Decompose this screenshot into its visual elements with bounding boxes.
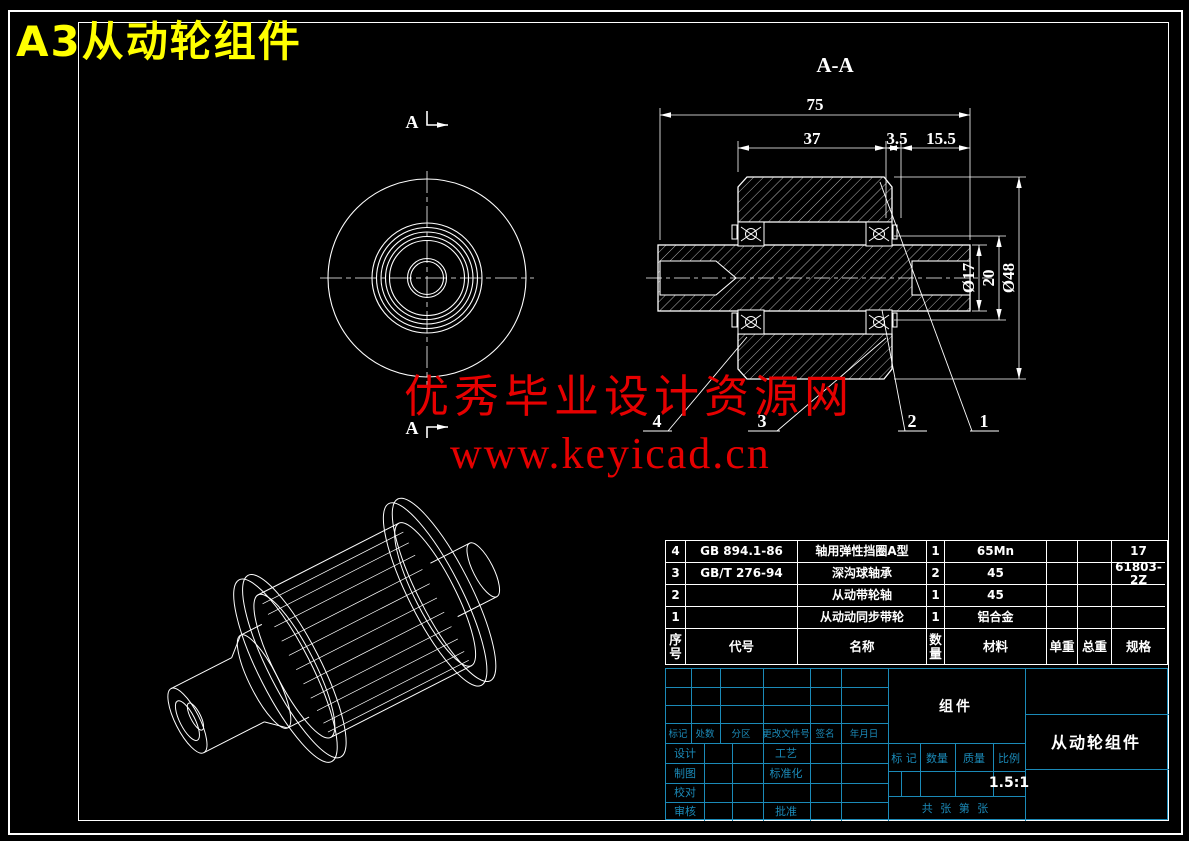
tb-rev-count: 处数 [695,729,715,740]
bom-cell: 从动带轮轴 [798,585,927,607]
bearing-symbols [731,221,898,335]
item-balloons [643,181,999,432]
dim-dia17: Ø17 [959,262,978,293]
tb-rev-date: 年月日 [849,729,879,740]
bom-cell [1078,607,1112,629]
bom-table: 4 GB 894.1-86 轴用弹性挡圈A型 1 65Mn 17 3 GB/T … [665,540,1168,665]
bom-cell: 17 [1112,541,1165,563]
bom-cell: 45 [945,585,1047,607]
tb-rev-sign: 签名 [815,729,835,740]
dim-20: 20 [979,270,998,287]
tb-scale-value: 1.5:1 [988,775,1030,791]
bom-cell [1047,563,1078,585]
bom-header-code: 代号 [686,629,798,664]
bom-cell: 3 [666,563,686,585]
bom-cell: 1 [666,607,686,629]
bom-cell: 45 [945,563,1047,585]
section-cut-marks [426,111,448,438]
tb-rev-file: 更改文件号 [762,729,810,740]
bom-cell [1047,585,1078,607]
dimensions [659,108,1026,380]
bom-cell: 4 [666,541,686,563]
tb-role-process: 工艺 [775,747,797,760]
bom-header-name: 名称 [798,629,927,664]
tb-assembly-type: 组件 [939,699,973,715]
bom-cell: 铝合金 [945,607,1047,629]
dim-37: 37 [804,129,822,148]
bom-cell: GB/T 276-94 [686,563,798,585]
bom-cell [1047,607,1078,629]
title-block: 标记 处数 分区 更改文件号 签名 年月日 设计 工艺 制图 标准化 校对 审核… [665,668,1169,821]
bom-cell: GB 894.1-86 [686,541,798,563]
dim-dia48: Ø48 [999,263,1018,293]
bom-cell [1078,585,1112,607]
bom-cell: 2 [666,585,686,607]
tb-prop-mass: 质量 [963,752,985,765]
balloon-3: 3 [758,411,767,431]
outer-border-frame [8,10,1183,835]
section-view [646,176,992,380]
bom-cell [1112,585,1165,607]
balloon-4: 4 [653,411,662,431]
bom-cell: 2 [927,563,945,585]
bom-cell: 轴用弹性挡圈A型 [798,541,927,563]
dim-3-5: 3.5 [886,129,907,148]
inner-border-frame [78,22,1169,821]
bom-cell: 1 [927,607,945,629]
bom-cell [686,585,798,607]
tb-rev-mark: 标记 [668,729,688,740]
watermark-site-name: 优秀毕业设计资源网 [404,372,855,422]
bom-header-material: 材料 [945,629,1047,664]
balloon-1: 1 [980,411,989,431]
tb-prop-scale: 比例 [998,752,1020,765]
front-view [320,171,534,385]
bom-cell: 65Mn [945,541,1047,563]
cut-label-top: A [406,112,419,132]
bom-cell: 深沟球轴承 [798,563,927,585]
tb-role-audit: 审核 [674,805,696,818]
tb-prop-mark: 标 记 [891,752,917,765]
tb-role-design: 设计 [674,747,696,760]
bom-header-no: 序号 [666,629,686,664]
page-title: A3从动轮组件 [16,17,302,66]
balloon-2: 2 [908,411,917,431]
section-label: A-A [816,53,854,77]
bom-cell [1078,563,1112,585]
cut-label-bottom: A [406,418,419,438]
bom-cell: 从动动同步带轮 [798,607,927,629]
bom-header-total-weight: 总重 [1078,629,1112,664]
tb-rev-zone: 分区 [731,729,751,740]
tb-role-standard: 标准化 [769,767,803,780]
bom-cell [1047,541,1078,563]
tb-prop-qty: 数量 [926,752,948,765]
isometric-view [167,497,501,763]
dim-15-5: 15.5 [926,129,956,148]
bom-header-spec: 规格 [1125,638,1151,654]
tb-sheet-info: 共 张 第 张 [921,802,991,815]
tb-role-approve: 批准 [775,805,797,818]
bom-cell: 61803-2Z [1112,563,1165,585]
bom-header-unit-weight: 单重 [1047,629,1078,664]
bom-cell [686,607,798,629]
tb-role-check: 校对 [674,786,696,799]
bom-cell [1078,541,1112,563]
bom-cell: 1 [927,541,945,563]
watermark-url: www.keyicad.cn [450,429,771,478]
tb-role-draw: 制图 [674,767,696,780]
dim-75: 75 [807,95,824,114]
bom-cell: 1 [927,585,945,607]
bom-cell [1112,607,1165,629]
tb-drawing-title: 从动轮组件 [1050,733,1142,752]
bom-header-qty: 数量 [927,629,945,664]
